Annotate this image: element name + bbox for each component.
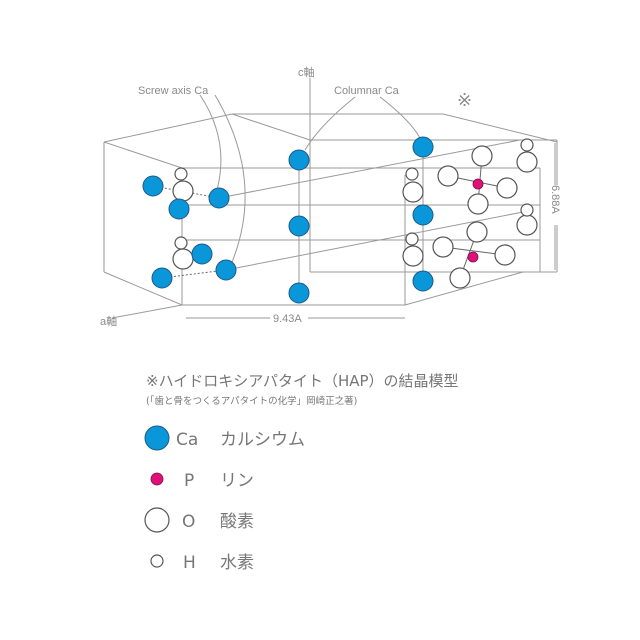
width-label: 9.43A xyxy=(273,313,302,325)
legend: ※ハイドロキシアパタイト（HAP）の結晶模型 (「歯と骨をつくるアパタイトの化学… xyxy=(144,372,459,573)
legend-p-name: リン xyxy=(220,471,254,491)
note-mark: ※ xyxy=(457,90,472,110)
a-axis-label: a軸 xyxy=(100,314,117,328)
legend-p-symbol: P xyxy=(184,471,194,491)
unit-cell-lines xyxy=(103,78,558,319)
calcium-atoms xyxy=(142,136,434,304)
legend-title: ※ハイドロキシアパタイト（HAP）の結晶模型 xyxy=(146,372,459,390)
oxygen-legend-icon xyxy=(144,507,170,533)
legend-o-name: 酸素 xyxy=(220,512,254,532)
hydrogen-atoms xyxy=(174,138,534,250)
legend-h-symbol: H xyxy=(183,553,196,573)
columnar-label: Columnar Ca xyxy=(334,85,400,97)
screw-axis-label: Screw axis Ca xyxy=(138,85,209,97)
calcium-legend-icon xyxy=(144,425,170,451)
a-axis-line xyxy=(111,304,183,319)
hydrogen-legend-icon xyxy=(150,554,164,568)
legend-ca-symbol: Ca xyxy=(176,430,198,450)
legend-ca-name: カルシウム xyxy=(220,430,305,450)
legend-source: (「歯と骨をつくるアパタイトの化学」岡崎正之著) xyxy=(146,395,357,407)
c-axis-label: c軸 xyxy=(298,65,315,79)
oxygen-atoms xyxy=(172,145,538,289)
legend-h-name: 水素 xyxy=(220,553,254,573)
phosphorus-legend-icon xyxy=(150,472,164,486)
legend-o-symbol: O xyxy=(182,512,195,532)
phosphorus-atoms xyxy=(467,178,484,263)
height-label: 6.88A xyxy=(549,185,561,214)
